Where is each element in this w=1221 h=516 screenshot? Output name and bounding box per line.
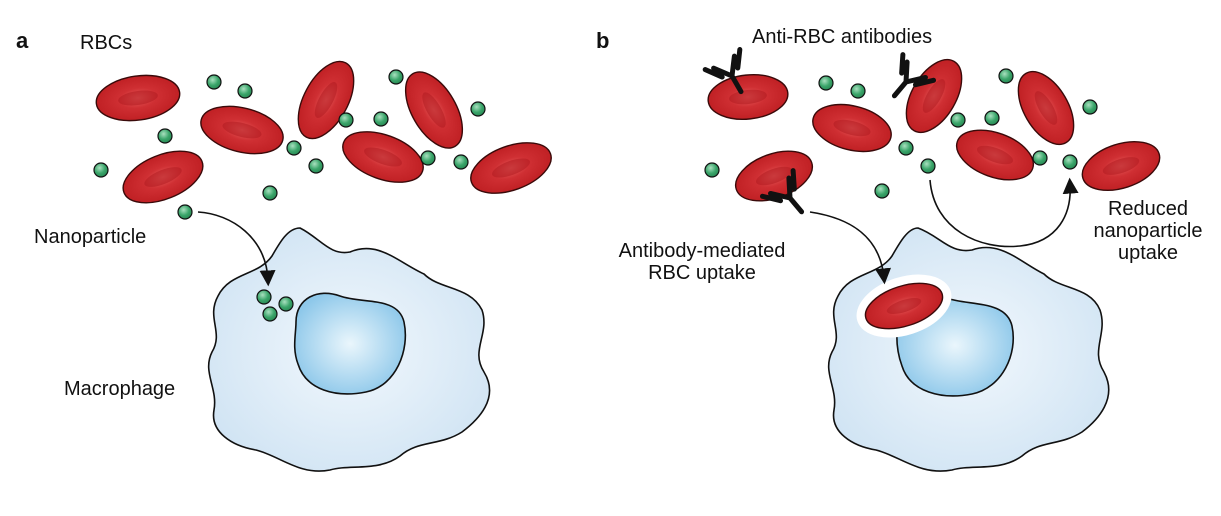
- nanoparticle: [262, 185, 278, 201]
- nanoparticle: [1032, 150, 1048, 166]
- nanoparticle: [850, 83, 866, 99]
- rbc: [707, 74, 789, 120]
- rbc: [200, 105, 284, 155]
- rbc-group-a: [95, 60, 552, 204]
- nucleus-a: [293, 292, 407, 395]
- macrophage-label: Macrophage: [64, 378, 176, 400]
- antibody-uptake-label: Antibody-mediated RBC uptake: [602, 240, 802, 284]
- rbc: [1017, 70, 1075, 146]
- rbc: [1081, 140, 1161, 192]
- nanoparticle: [338, 112, 354, 128]
- rbc: [95, 74, 181, 122]
- nanoparticle-group-b: [704, 68, 1098, 199]
- nanoparticle: [256, 289, 272, 305]
- antibody-uptake-line1: Antibody-mediated: [618, 240, 786, 262]
- antibody-group: [702, 47, 937, 215]
- nanoparticle: [453, 154, 469, 170]
- rbc-uptake-arrow: [809, 211, 892, 285]
- nanoparticle: [262, 306, 278, 322]
- nanoparticle: [177, 204, 193, 220]
- rbcs-label: RBCs: [80, 32, 133, 54]
- reduced-uptake-label: Reduced nanoparticle uptake: [1086, 198, 1210, 264]
- nanoparticle: [1062, 154, 1078, 170]
- reduced-uptake-line3: uptake: [1117, 242, 1179, 264]
- antibody: [891, 52, 937, 99]
- rbc: [812, 103, 892, 153]
- antibody: [759, 168, 805, 215]
- rbc: [955, 129, 1035, 181]
- nanoparticle: [278, 296, 294, 312]
- panel-a-letter: a: [16, 28, 29, 53]
- nanoparticle: [308, 158, 324, 174]
- nanoparticle: [704, 162, 720, 178]
- nanoparticle: [818, 75, 834, 91]
- panel-b-letter: b: [596, 28, 610, 53]
- rbc-group-b: [707, 58, 1161, 202]
- panel-b: [702, 47, 1161, 472]
- nanoparticle: [237, 83, 253, 99]
- nanoparticle: [206, 74, 222, 90]
- reduced-uptake-line2: nanoparticle: [1093, 220, 1203, 242]
- rbc: [342, 131, 424, 183]
- antibody: [702, 47, 744, 95]
- nanoparticle: [93, 162, 109, 178]
- nanoparticle: [898, 140, 914, 156]
- nanoparticle-label: Nanoparticle: [34, 226, 147, 248]
- nanoparticle: [984, 110, 1000, 126]
- antibody-uptake-line2: RBC uptake: [648, 262, 756, 284]
- nanoparticle: [874, 183, 890, 199]
- nanoparticle: [920, 158, 936, 174]
- rbc: [122, 150, 204, 204]
- nanoparticle: [420, 150, 436, 166]
- panel-a: [93, 60, 552, 472]
- reduced-uptake-line1: Reduced: [1107, 198, 1189, 220]
- reduced-uptake-arrow: [929, 177, 1079, 248]
- nanoparticle: [157, 128, 173, 144]
- nanoparticle: [998, 68, 1014, 84]
- nanoparticle-group-a: [93, 69, 486, 322]
- rbc: [404, 71, 464, 149]
- antibodies-label: Anti-RBC antibodies: [752, 26, 933, 48]
- nanoparticle: [388, 69, 404, 85]
- nanoparticle: [1082, 99, 1098, 115]
- nanoparticle: [373, 111, 389, 127]
- uptake-arrow-a: [197, 211, 276, 287]
- engulfed-rbc: [856, 274, 952, 338]
- nanoparticle: [950, 112, 966, 128]
- rbc: [470, 142, 552, 194]
- nanoparticle: [470, 101, 486, 117]
- nanoparticle: [286, 140, 302, 156]
